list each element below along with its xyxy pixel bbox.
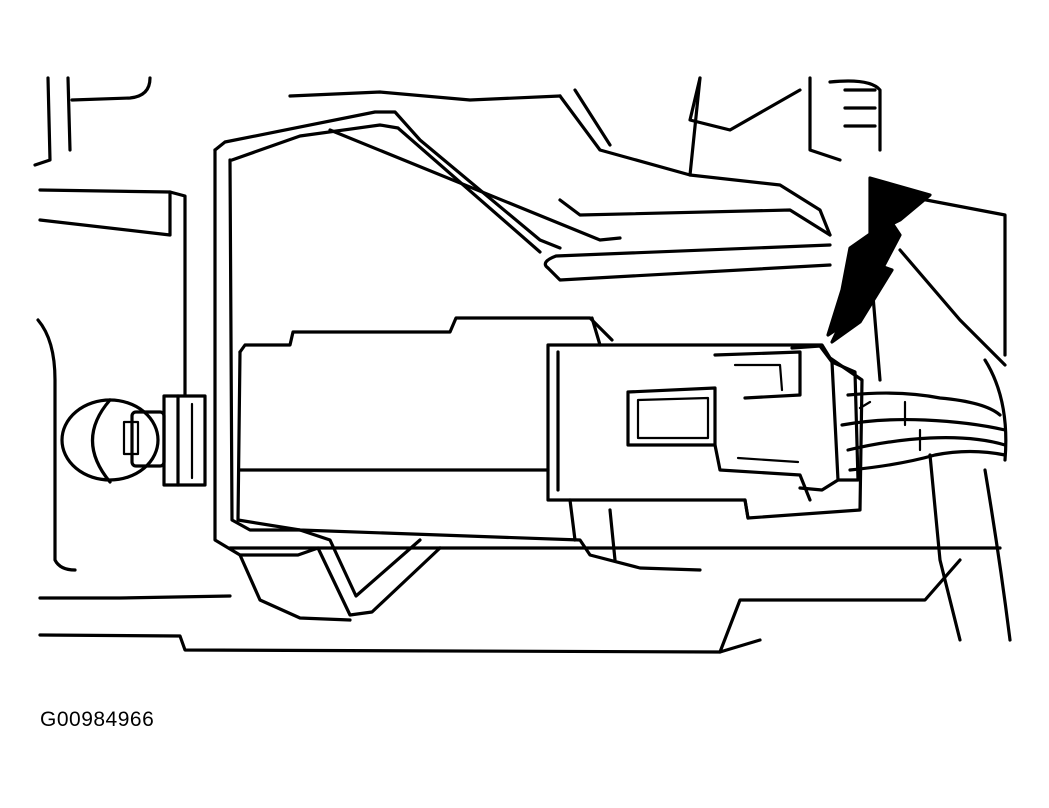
arrow-pointer-icon [826, 176, 932, 344]
electrical-connector [546, 343, 864, 520]
wiring-harness [840, 391, 1012, 642]
figure-id-label: G00984966 [40, 708, 155, 731]
switch-bracket [213, 110, 562, 622]
brake-light-switch-body [236, 316, 702, 572]
switch-plunger [60, 394, 207, 487]
dash-structure [33, 76, 1008, 654]
